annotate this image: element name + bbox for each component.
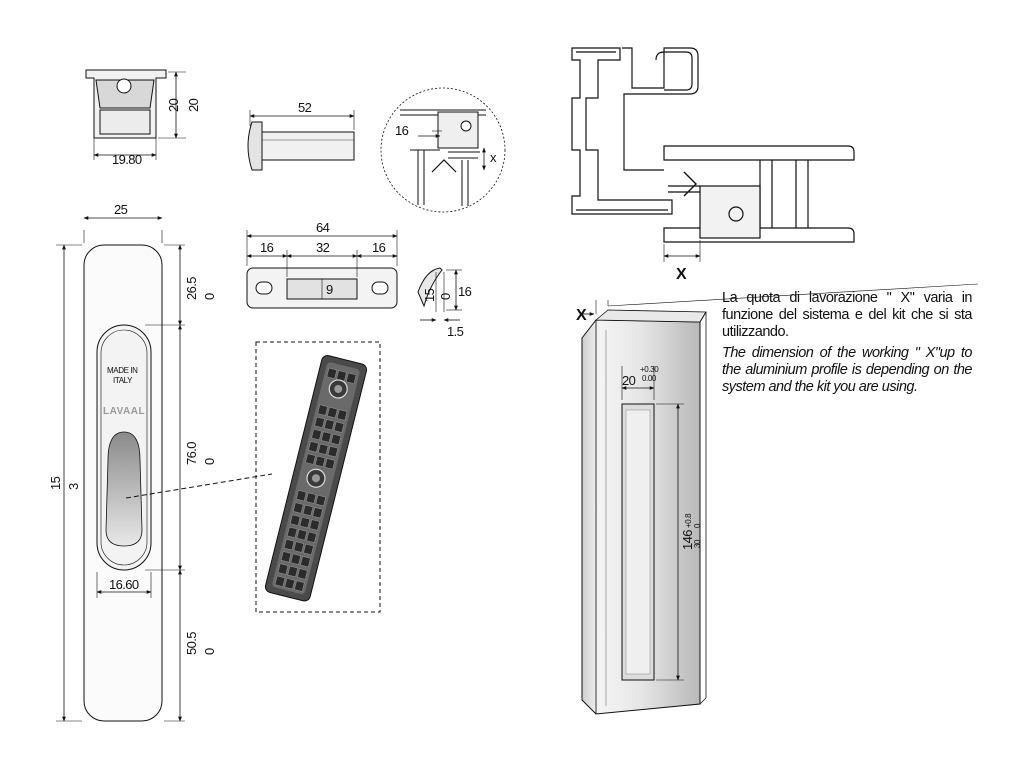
slot-width-tol-lower: 0.00 (642, 374, 657, 383)
insert-cell (309, 519, 320, 531)
plate-side-dim-c: 16 (458, 284, 472, 299)
handle-front-view (56, 216, 273, 722)
insert-cell (312, 507, 323, 519)
notes-block: La quota di lavorazione " X" varia in fu… (722, 290, 973, 400)
insert-cell (306, 531, 317, 543)
insert-cell (330, 433, 342, 446)
handle-bot-dim-1: 50.5 (184, 632, 199, 655)
insert-cell (293, 541, 305, 553)
insert-cell (324, 458, 336, 470)
insert-cell (290, 553, 302, 565)
insert-cell (308, 441, 319, 453)
insert-cell (284, 578, 295, 590)
insert-cell (294, 580, 305, 592)
handle-total-dim-1: 15 (48, 476, 63, 490)
insert-cell (305, 453, 316, 465)
plate-slot-dim: 9 (326, 282, 333, 297)
slot-width-tol-upper: +0.30 (640, 365, 659, 374)
insert-cell (314, 455, 326, 468)
insert-cell (287, 565, 298, 578)
handle-width-dim: 25 (114, 202, 128, 217)
handle-top-dim-1: 26.5 (184, 277, 199, 300)
insert-cell (274, 575, 286, 587)
insert-cell (299, 516, 311, 529)
grip-width-dim: 16.60 (109, 577, 139, 592)
insert-cell (333, 421, 345, 433)
slot-length-extra: 30 (693, 539, 702, 548)
insert-cell (292, 502, 304, 514)
handle-total-dim-2: 3 (66, 483, 81, 490)
handle-section-view (85, 69, 186, 160)
plate-drawing (246, 230, 398, 309)
insert-cell (320, 431, 332, 443)
insert-cell (277, 563, 289, 575)
plate-side-dim-b: 0 (438, 293, 453, 300)
note-italian: La quota di lavorazione " X" varia in fu… (722, 290, 973, 340)
stamp-made-in: MADE IN (107, 366, 138, 375)
insert-detail (255, 341, 381, 613)
profile-section-x-label: X (676, 266, 687, 283)
insert-cell (280, 551, 292, 563)
insert-cell (326, 367, 338, 380)
insert-cell (345, 372, 357, 384)
plate-left-dim: 16 (260, 240, 274, 255)
insert-cell (315, 494, 326, 507)
section-width-dim: 19.80 (112, 152, 142, 167)
plate-side-view (417, 267, 462, 322)
brand-logo-text: LAVAAL (103, 406, 145, 417)
profile-section-view (571, 47, 855, 262)
insert-cell (297, 568, 308, 580)
note-english: The dimension of the working " X"up to t… (722, 345, 973, 395)
pin-length-dim: 52 (298, 100, 312, 115)
plate-side-dim-d: 1.5 (447, 324, 464, 339)
insert-cell (305, 492, 317, 504)
detail-dim-16: 16 (395, 123, 409, 138)
insert-cell (283, 538, 295, 551)
insert-cell (289, 514, 301, 526)
section-height-dim-2: 20 (186, 98, 201, 112)
insert-cell (286, 526, 298, 539)
handle-mid-dim-2: 0 (202, 458, 217, 465)
handle-bot-dim-2: 0 (202, 648, 217, 655)
profile-3d-view (581, 283, 979, 715)
detail-x-label: x (490, 150, 497, 165)
plate-middle-dim: 32 (316, 240, 330, 255)
profile-x-label: X (576, 307, 587, 324)
insert-cell (311, 428, 322, 441)
detail-circle (380, 87, 506, 213)
insert-cell (296, 490, 307, 502)
slot-length-tol-upper: +0.8 (684, 513, 693, 528)
insert-cell (324, 419, 335, 431)
slot-length-dim: 146 (680, 530, 695, 550)
insert-cell (317, 443, 329, 455)
slot-width-dim: 20 (622, 373, 636, 388)
insert-cell (303, 543, 314, 556)
insert-cell (317, 404, 328, 416)
plate-right-dim: 16 (372, 240, 386, 255)
slot-length-tol-lower: 0 (693, 523, 702, 528)
stamp-italy: ITALY (113, 376, 133, 385)
handle-mid-dim-1: 76.0 (184, 442, 199, 465)
insert-cell (327, 446, 339, 458)
pin-drawing (247, 110, 355, 171)
section-height-dim-1: 20 (166, 98, 181, 112)
insert-cell (336, 409, 348, 421)
handle-top-dim-2: 0 (202, 293, 217, 300)
plate-side-dim-a: 15 (422, 288, 437, 302)
insert-cell (296, 529, 308, 541)
insert-cell (302, 504, 314, 516)
insert-cell (300, 556, 311, 568)
plate-total-dim: 64 (316, 220, 330, 235)
insert-cell (314, 416, 325, 428)
insert-cell (327, 406, 338, 419)
